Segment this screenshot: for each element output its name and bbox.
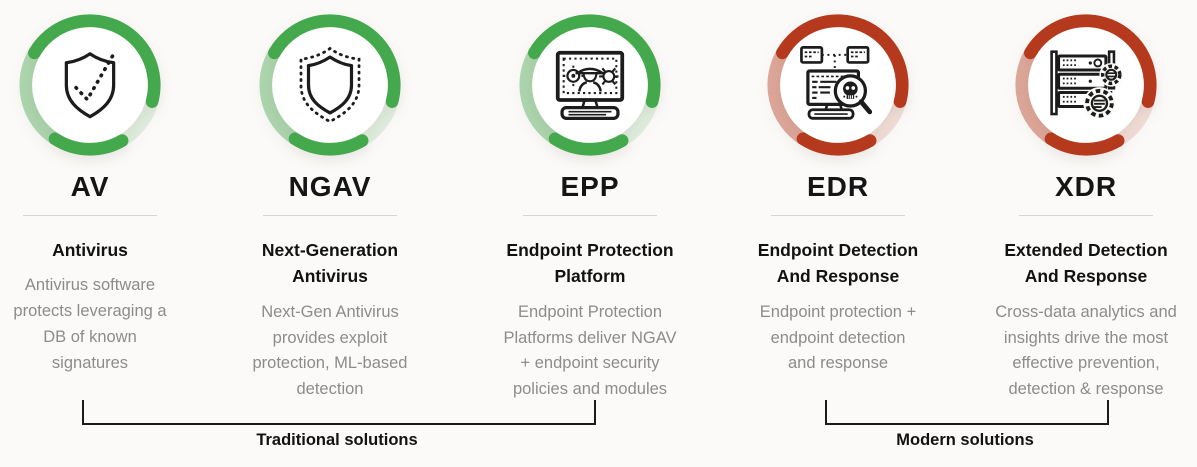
traditional-solutions-label: Traditional solutions bbox=[256, 431, 418, 449]
traditional-solutions-bracket bbox=[82, 400, 596, 425]
edr-progress-ring bbox=[765, 12, 911, 158]
solution-name: Next-Generation Antivirus bbox=[261, 240, 399, 287]
solution-acronym: NGAV bbox=[288, 171, 372, 202]
solution-description: Antivirus software protects leveraging a… bbox=[13, 276, 167, 373]
solution-description: Next-Gen Antivirus provides exploit prot… bbox=[252, 302, 408, 399]
dotted-shield-icon bbox=[287, 42, 373, 128]
solution-name: Antivirus bbox=[52, 240, 128, 261]
solution-description: Endpoint Protection Platforms deliver NG… bbox=[503, 302, 677, 399]
solution-column-ngav: NGAV Next-Generation Antivirus Next-Gen … bbox=[212, 0, 448, 403]
divider bbox=[263, 215, 397, 217]
solution-acronym: XDR bbox=[1054, 171, 1118, 202]
divider bbox=[771, 215, 905, 217]
av-progress-ring bbox=[17, 12, 163, 158]
epp-progress-ring bbox=[517, 12, 663, 158]
monitor-threats-icon bbox=[547, 42, 633, 128]
solution-name: Endpoint Detection And Response bbox=[757, 240, 919, 287]
solution-column-av: AV Antivirus Antivirus software protects… bbox=[0, 0, 180, 377]
divider bbox=[523, 215, 657, 217]
solution-acronym: EDR bbox=[806, 171, 870, 202]
monitor-magnifier-skull-icon bbox=[795, 42, 881, 128]
solution-column-xdr: XDR Extended Detection And Response Cros… bbox=[966, 0, 1197, 403]
modern-solutions-label: Modern solutions bbox=[896, 431, 1034, 449]
solution-name: Endpoint Protection Platform bbox=[506, 240, 674, 287]
solution-description: Cross-data analytics and insights drive … bbox=[995, 302, 1177, 399]
solution-name: Extended Detection And Response bbox=[1004, 240, 1168, 287]
shield-check-icon bbox=[47, 42, 133, 128]
modern-solutions-bracket bbox=[825, 400, 1109, 425]
solution-acronym: AV bbox=[70, 171, 110, 202]
server-gears-icon bbox=[1043, 42, 1129, 128]
solution-column-epp: EPP Endpoint Protection Platform Endpoin… bbox=[462, 0, 718, 403]
solution-acronym: EPP bbox=[560, 171, 620, 202]
solution-description: Endpoint protection + endpoint detection… bbox=[759, 302, 917, 373]
solution-column-edr: EDR Endpoint Detection And Response Endp… bbox=[713, 0, 963, 377]
xdr-progress-ring bbox=[1013, 12, 1159, 158]
divider bbox=[23, 215, 157, 217]
ngav-progress-ring bbox=[257, 12, 403, 158]
divider bbox=[1019, 215, 1153, 217]
